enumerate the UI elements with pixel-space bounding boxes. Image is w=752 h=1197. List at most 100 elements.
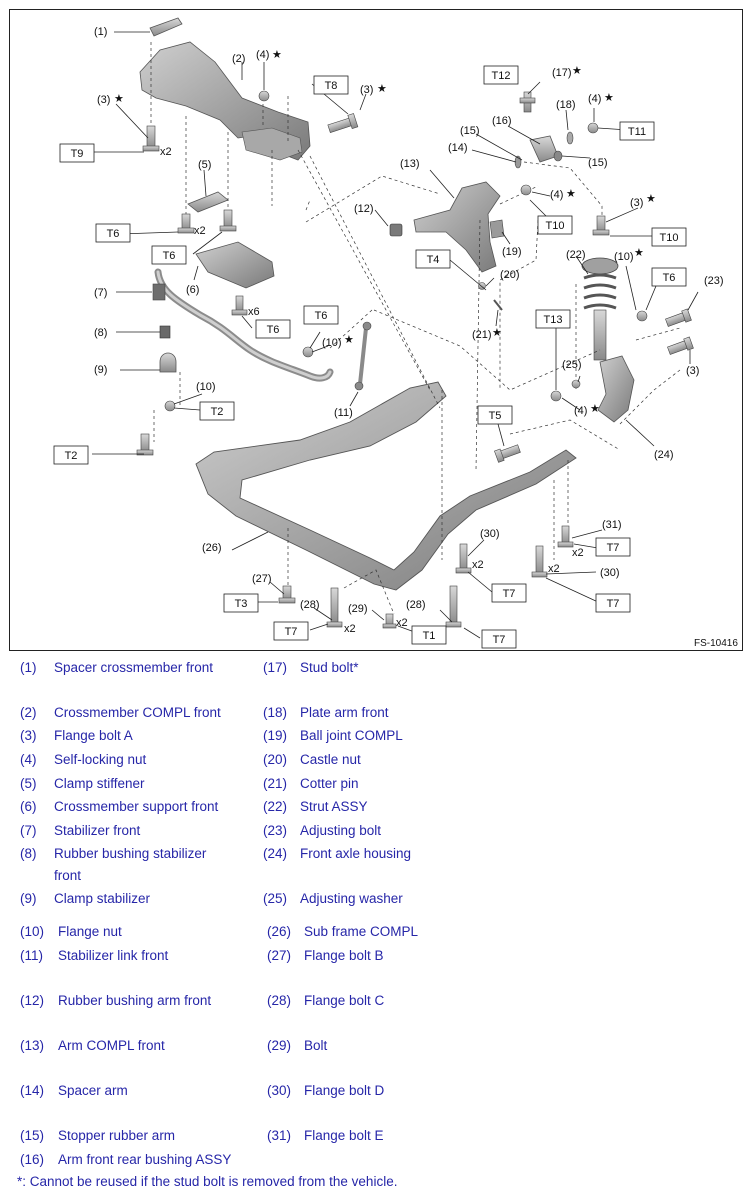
callout-3-strut: (3): [686, 365, 699, 377]
legend-item-23: (23)Adjusting bolt: [263, 823, 382, 838]
star-17: ★: [572, 65, 582, 77]
legend-item-24: (24)Front axle housing: [263, 846, 412, 861]
torque-t7-d: T7: [607, 542, 620, 554]
self-locking-nut-top-icon: [258, 90, 270, 102]
flange-bolt-a-t6-icon: [177, 213, 195, 234]
callout-2: (2): [232, 53, 245, 65]
qty-x2-31: x2: [572, 547, 584, 559]
legend-item-27: (27)Flange bolt B: [267, 948, 384, 963]
adjusting-washer-icon: [571, 379, 581, 389]
self-locking-nut-t11-icon: [587, 122, 599, 134]
callout-11: (11): [334, 407, 353, 419]
callout-27: (27): [252, 573, 272, 585]
legend-item-28: (28)Flange bolt C: [267, 993, 385, 1008]
torque-t7-a: T7: [285, 626, 298, 638]
star-4-t11: ★: [604, 92, 614, 104]
torque-t6-e: T6: [663, 272, 676, 284]
legend-item-21: (21)Cotter pin: [263, 776, 359, 791]
callout-29: (29): [348, 603, 368, 615]
callout-25: (25): [562, 359, 582, 371]
legend-item-11: (11)Stabilizer link front: [20, 948, 169, 963]
legend-item-5: (5)Clamp stiffener: [20, 776, 145, 791]
flange-bolt-d-right-icon: [531, 545, 548, 578]
callout-30-right: (30): [600, 567, 620, 579]
legend-item-20: (20)Castle nut: [263, 752, 361, 767]
star-21: ★: [492, 327, 502, 339]
flange-nut-link-icon: [302, 346, 314, 358]
qty-x2-30-right: x2: [548, 563, 560, 575]
sub-frame-shape: [195, 381, 577, 591]
rubber-bushing-arm-shape: [389, 223, 403, 237]
callout-3-t8: (3): [360, 84, 373, 96]
torque-t1: T1: [423, 630, 436, 642]
stabilizer-link-shape: [358, 327, 368, 385]
legend-item-30: (30)Flange bolt D: [267, 1083, 385, 1098]
legend-item-8-cont: front: [54, 868, 82, 883]
stud-bolt-icon: [519, 91, 536, 113]
flange-nut-strut-icon: [636, 310, 648, 322]
legend-item-13: (13)Arm COMPL front: [20, 1038, 165, 1053]
callout-20: (20): [500, 269, 520, 281]
torque-t7-c: T7: [503, 588, 516, 600]
star-4-strut: ★: [590, 403, 600, 415]
torque-t6-c: T6: [267, 324, 280, 336]
torque-t2-a: T2: [211, 406, 224, 418]
star-3-t8: ★: [377, 83, 387, 95]
callout-6: (6): [186, 284, 199, 296]
torque-t12: T12: [492, 70, 511, 82]
callout-leaders: [92, 31, 699, 639]
torque-t4: T4: [427, 254, 440, 266]
torque-t7-e: T7: [607, 598, 620, 610]
flange-bolt-d-left-icon: [455, 543, 472, 574]
legend-item-10: (10)Flange nut: [20, 924, 122, 939]
legend-item-12: (12)Rubber bushing arm front: [20, 993, 212, 1008]
clamp-bolt-t2-icon: [136, 433, 154, 456]
callout-9: (9): [94, 364, 107, 376]
star-4-t10: ★: [566, 188, 576, 200]
front-axle-housing-shape: [597, 355, 635, 423]
strut-assy-shape: [581, 257, 619, 361]
callout-5: (5): [198, 159, 211, 171]
legend-item-9: (9)Clamp stabilizer: [20, 891, 151, 906]
alignment-lines: [150, 42, 681, 615]
torque-t11: T11: [628, 126, 646, 138]
callout-10-strut: (10): [614, 251, 634, 263]
callout-13: (13): [400, 158, 420, 170]
rubber-bushing-stabilizer-shape: [159, 325, 171, 339]
callout-24: (24): [654, 449, 674, 461]
callout-16: (16): [492, 115, 512, 127]
callout-15-top: (15): [460, 125, 480, 137]
torque-t6-b: T6: [163, 250, 176, 262]
callout-10-link: (10): [322, 337, 342, 349]
legend-item-16: (16)Arm front rear bushing ASSY: [20, 1152, 232, 1167]
callout-10-clamp: (10): [196, 381, 216, 393]
torque-t7-b: T7: [493, 634, 506, 646]
flange-bolt-b-icon: [278, 585, 296, 604]
torque-t8: T8: [325, 80, 338, 92]
qty-x2-t9: x2: [160, 146, 172, 158]
flange-bolt-a-left-icon: [142, 125, 160, 152]
bolt-x6-icon: [231, 295, 248, 316]
callout-4-top: (4): [256, 49, 269, 61]
legend-item-8: (8)Rubber bushing stabilizer: [20, 846, 207, 861]
legend-item-17: (17)Stud bolt*: [263, 660, 359, 675]
flange-bolt-t5-icon: [494, 444, 521, 463]
callout-23: (23): [704, 275, 724, 287]
flange-bolt-c-left-icon: [326, 587, 343, 628]
legend-item-3: (3)Flange bolt A: [20, 728, 133, 743]
legend-item-6: (6)Crossmember support front: [20, 799, 219, 814]
spacer-crossmember-shape: [149, 17, 183, 37]
callout-1: (1): [94, 26, 107, 38]
callout-14: (14): [448, 142, 468, 154]
cotter-pin-icon: [493, 299, 503, 311]
legend-item-1: (1)Spacer crossmember front: [20, 660, 214, 675]
star-3-t10: ★: [646, 193, 656, 205]
self-locking-nut-t10-icon: [520, 184, 532, 196]
qty-x2-t6: x2: [194, 225, 206, 237]
legend-item-29: (29)Bolt: [267, 1038, 328, 1053]
flange-bolt-a-t10-icon: [592, 215, 610, 236]
flange-bolt-a-t8-icon: [327, 113, 359, 133]
star-10-strut: ★: [634, 247, 644, 259]
callout-17: (17): [552, 67, 572, 79]
arm-compl-front-shape: [413, 181, 501, 273]
